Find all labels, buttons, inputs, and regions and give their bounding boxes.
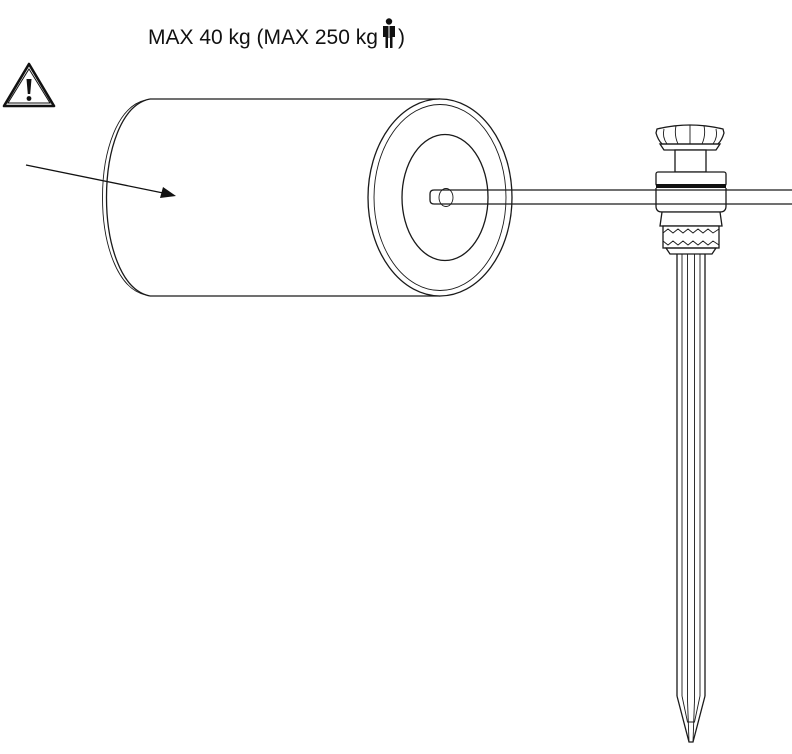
- cylinder-weight: [102, 98, 513, 297]
- pointer-arrow: [25, 164, 176, 198]
- person-icon: [382, 18, 395, 48]
- clamp-assembly: [655, 124, 727, 255]
- max-load-suffix: ): [397, 26, 405, 49]
- horizontal-rod: [429, 189, 792, 205]
- vertical-spike: [676, 254, 706, 743]
- max-load-caption: MAX 40 kg (MAX 250 kg ): [148, 18, 405, 50]
- warning-triangle-icon: [2, 62, 56, 108]
- max-load-text: MAX 40 kg (MAX 250 kg: [148, 26, 378, 49]
